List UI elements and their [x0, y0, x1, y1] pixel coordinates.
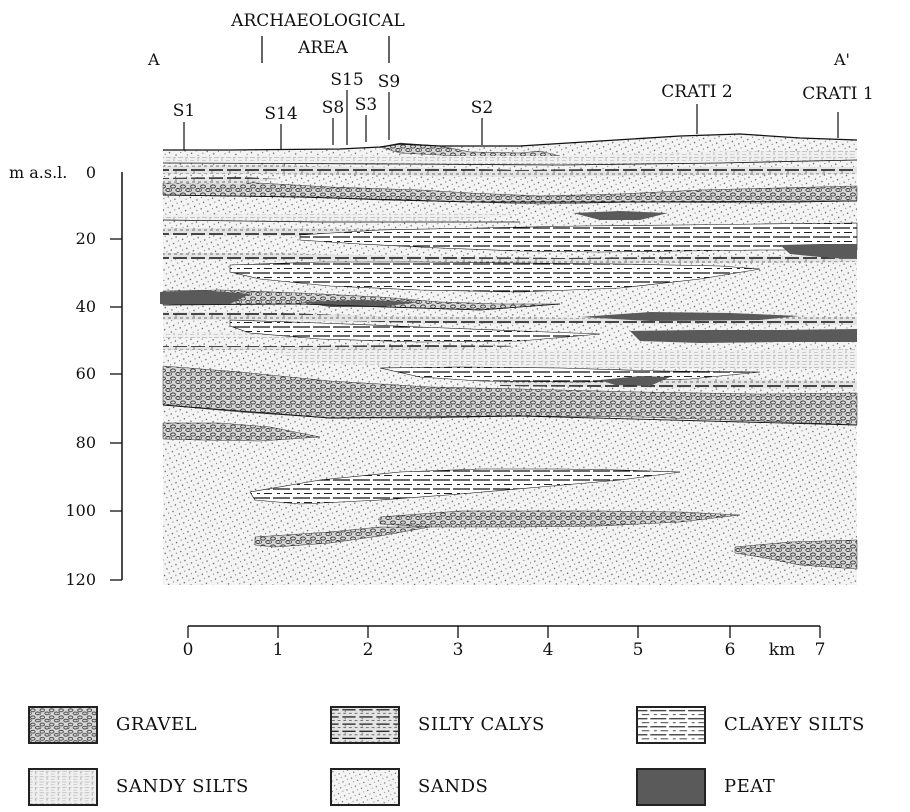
borehole-label: S8: [322, 98, 344, 118]
distance-scale: 0 1 2 3 4 5 6 7 km: [183, 626, 826, 660]
silty-clays-swatch: [330, 706, 400, 744]
distance-tick-label: 3: [453, 640, 464, 660]
distance-tick-label: 0: [183, 640, 194, 660]
section-header: A A' ARCHAEOLOGICAL AREA S1 S14 S8 S15 S…: [147, 11, 874, 150]
section-start-label: A: [147, 50, 160, 69]
distance-tick-label: 7: [815, 640, 826, 660]
section-end-label: A': [833, 50, 850, 69]
borehole-label: CRATI 2: [661, 82, 732, 102]
stratigraphic-section: [160, 134, 857, 585]
legend-label: CLAYEY SILTS: [724, 714, 865, 735]
distance-tick-label: 4: [543, 640, 554, 660]
distance-tick-label: 1: [273, 640, 284, 660]
depth-tick-label: 40: [76, 297, 96, 316]
distance-unit-label: km: [769, 640, 795, 660]
distance-tick-label: 6: [725, 640, 736, 660]
borehole-label: S1: [173, 101, 195, 121]
depth-tick-label: 100: [65, 501, 96, 520]
archaeological-area-subtitle: AREA: [297, 38, 348, 58]
legend-label: GRAVEL: [116, 714, 197, 735]
depth-tick-label: 60: [76, 364, 96, 383]
distance-tick-label: 5: [633, 640, 644, 660]
gravel-swatch: [28, 706, 98, 744]
legend-label: SANDS: [418, 776, 488, 797]
legend-label: SILTY CALYS: [418, 714, 545, 735]
borehole-label: S14: [264, 104, 297, 124]
depth-tick-label: 0: [86, 163, 96, 182]
borehole-label: CRATI 1: [802, 84, 873, 104]
borehole-label: S2: [471, 98, 493, 118]
borehole-label: S15: [330, 70, 363, 90]
depth-axis: m a.s.l. 0 20 40 60 80 100 120: [9, 163, 122, 589]
legend-label: SANDY SILTS: [116, 776, 249, 797]
distance-tick-label: 2: [363, 640, 374, 660]
clayey-silts-swatch: [636, 706, 706, 744]
borehole-label: S3: [355, 95, 377, 115]
borehole-label: S9: [378, 72, 400, 92]
depth-tick-label: 20: [76, 229, 96, 248]
depth-axis-unit-label: m a.s.l.: [9, 163, 67, 182]
legend-label: PEAT: [724, 776, 775, 797]
sands-swatch: [330, 768, 400, 806]
depth-tick-label: 120: [65, 570, 96, 589]
sandy-silts-swatch: [28, 768, 98, 806]
archaeological-area-title: ARCHAEOLOGICAL: [230, 11, 405, 31]
depth-tick-label: 80: [76, 433, 96, 452]
peat-swatch: [636, 768, 706, 806]
